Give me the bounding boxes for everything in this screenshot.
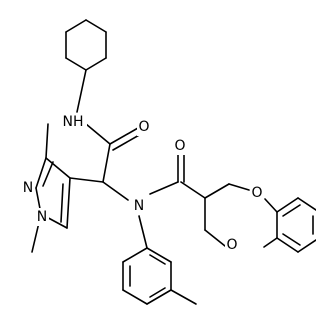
bond-carbonyl-alpha — [102, 143, 111, 183]
svg-text:N: N — [23, 180, 33, 196]
atom-label-n-pyrazole-lower: N — [35, 208, 49, 226]
benzo-ring — [276, 197, 316, 253]
bond-nh-carbonyl — [85, 123, 111, 145]
bond-alpha-pyrazole — [69, 177, 104, 183]
svg-text:O: O — [138, 119, 149, 135]
bond-tolyl-methyl — [170, 289, 197, 305]
svg-text:O: O — [251, 185, 262, 201]
dioxane-ring — [204, 183, 278, 248]
carbonyl-double-bond — [177, 151, 185, 183]
bond-carbonyl-dioxane — [180, 181, 206, 199]
atom-label-o-ring-upper: O — [250, 184, 264, 202]
atom-label-o-amide-top: O — [137, 118, 151, 136]
bond-pyrazole-methyl-c3 — [45, 123, 49, 159]
bond-cyclohexyl-nh — [76, 69, 87, 113]
cyclohexyl-ring — [65, 19, 107, 71]
atom-label-o-carbonyl: O — [173, 137, 187, 155]
bond-alpha-n — [102, 181, 129, 201]
atom-label-nh: NH — [59, 113, 87, 131]
svg-text:O: O — [226, 237, 237, 253]
svg-text:NH: NH — [63, 114, 84, 130]
amide-carbonyl-double-bond — [109, 127, 142, 151]
svg-text:N: N — [134, 198, 144, 214]
bond-n-carbonyl — [149, 181, 179, 195]
atom-label-o-ring-lower: O — [225, 236, 239, 254]
svg-text:O: O — [174, 138, 185, 154]
tolyl-ring — [122, 247, 172, 305]
atom-label-n-central: N — [132, 197, 146, 215]
atom-label-n-pyrazole-upper: N — [21, 179, 35, 197]
bond-n-tolyl — [138, 215, 148, 249]
svg-text:N: N — [37, 209, 47, 225]
